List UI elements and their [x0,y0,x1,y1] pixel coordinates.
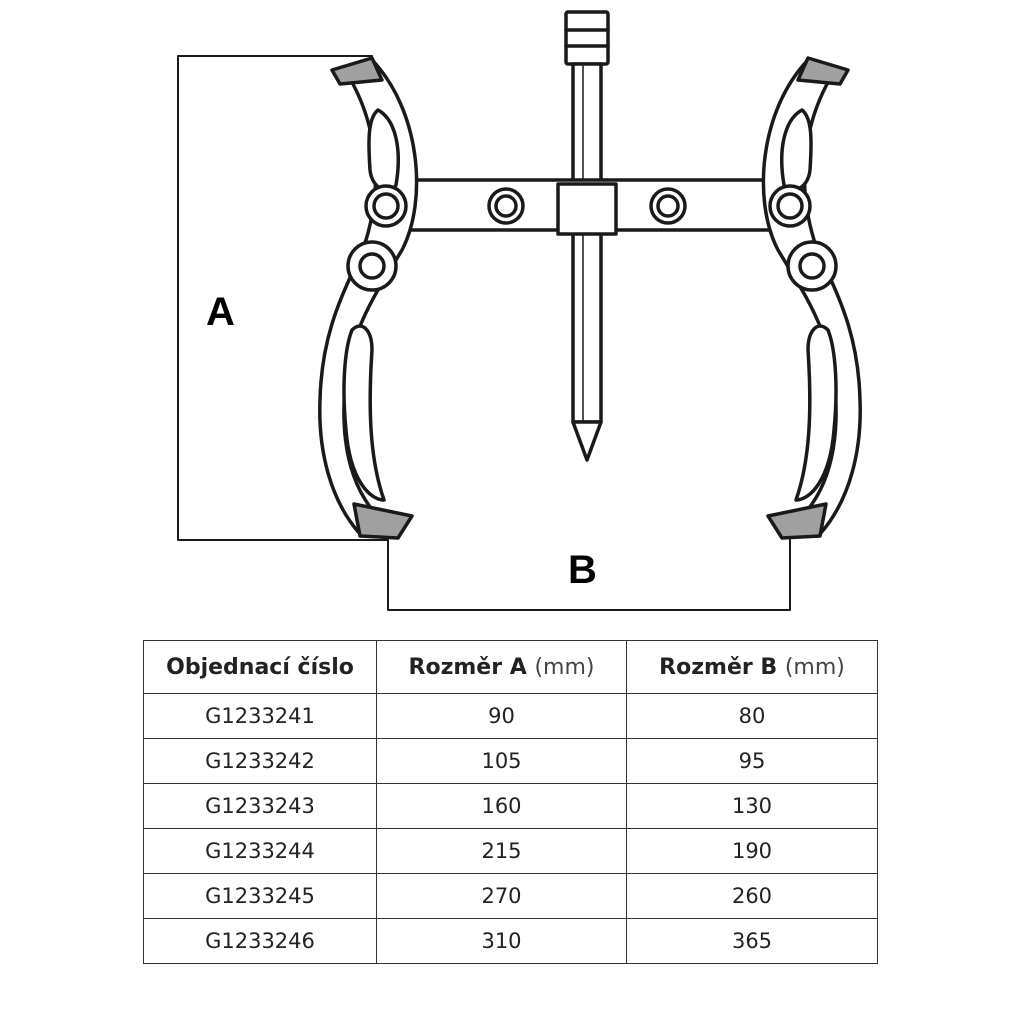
dimension-b-cell: 80 [626,693,878,739]
dimension-b-cell: 190 [626,828,878,874]
order-number-cell: G1233245 [143,873,377,919]
table-header-row: Objednací číslo Rozměr A (mm) Rozměr B (… [143,640,878,694]
table-row: G1233245 270 260 [143,873,878,919]
dimension-line-b [387,539,791,611]
spindle-screw [564,10,610,462]
header-dimension-a-unit: (mm) [534,654,595,680]
header-dimension-a-label: Rozměr A [408,654,527,680]
header-dimension-b-unit: (mm) [784,654,845,680]
dimension-b-cell: 95 [626,738,878,784]
right-jaw [761,56,862,540]
dimension-a-cell: 215 [376,828,627,874]
order-number-cell: G1233243 [143,783,377,829]
left-jaw [318,56,419,540]
header-order-number-label: Objednací číslo [166,654,354,680]
gear-puller-diagram [177,10,862,611]
two-jaw-gear-puller-icon [177,10,862,611]
order-number-cell: G1233242 [143,738,377,784]
dimension-b-cell: 365 [626,918,878,964]
cross-bar [370,178,802,236]
dimension-label-b: B [568,548,597,592]
header-order-number: Objednací číslo [143,640,377,694]
dimension-b-cell: 130 [626,783,878,829]
table-row: G1233244 215 190 [143,828,878,874]
table-row: G1233243 160 130 [143,783,878,829]
dimensions-table: Objednací číslo Rozměr A (mm) Rozměr B (… [143,640,878,964]
table-row: G1233242 105 95 [143,738,878,784]
table-row: G1233246 310 365 [143,918,878,964]
dimension-a-cell: 90 [376,693,627,739]
order-number-cell: G1233246 [143,918,377,964]
dimension-a-cell: 105 [376,738,627,784]
header-dimension-a: Rozměr A (mm) [376,640,627,694]
order-number-cell: G1233241 [143,693,377,739]
dimension-b-cell: 260 [626,873,878,919]
header-dimension-b: Rozměr B (mm) [626,640,878,694]
dimension-a-cell: 160 [376,783,627,829]
table-row: G1233241 90 80 [143,693,878,739]
dimension-a-cell: 270 [376,873,627,919]
header-dimension-b-label: Rozměr B [659,654,778,680]
dimension-line-a [177,55,389,541]
dimension-a-cell: 310 [376,918,627,964]
dimension-label-a: A [206,290,235,334]
order-number-cell: G1233244 [143,828,377,874]
